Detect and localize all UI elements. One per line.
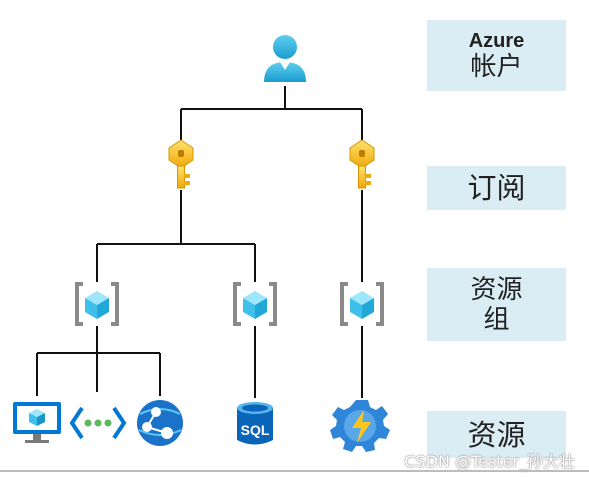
function-app-icon [330,400,390,452]
account-level-label: Azure 帐户 [427,20,566,91]
account-label-azure: Azure [468,29,525,52]
connector-lines [36,86,363,398]
vm-icon [13,402,61,443]
subscription-key-icon [349,139,375,189]
sql-database-icon: SQL [237,402,273,445]
resource-group-label-line1: 资源 [470,274,523,305]
bottom-divider [0,470,589,472]
resource-label: 资源 [467,417,526,452]
resource-group-level-label: 资源 组 [427,268,566,341]
subscription-level-label: 订阅 [427,166,566,210]
user-icon [264,35,306,82]
resource-level-label: 资源 [427,411,566,458]
web-app-icon [137,400,183,446]
sql-label: SQL [241,422,270,438]
resource-group-icon [233,282,277,326]
resource-group-icon [340,282,384,326]
subscription-label: 订阅 [467,171,526,205]
vnet-icon [69,406,127,440]
resource-group-icon [75,282,119,326]
watermark: CSDN @Tester_孙大壮 [404,452,575,471]
resource-group-label-line2: 组 [483,304,510,335]
account-label-cn: 帐户 [470,51,523,82]
subscription-key-icon [168,139,194,189]
